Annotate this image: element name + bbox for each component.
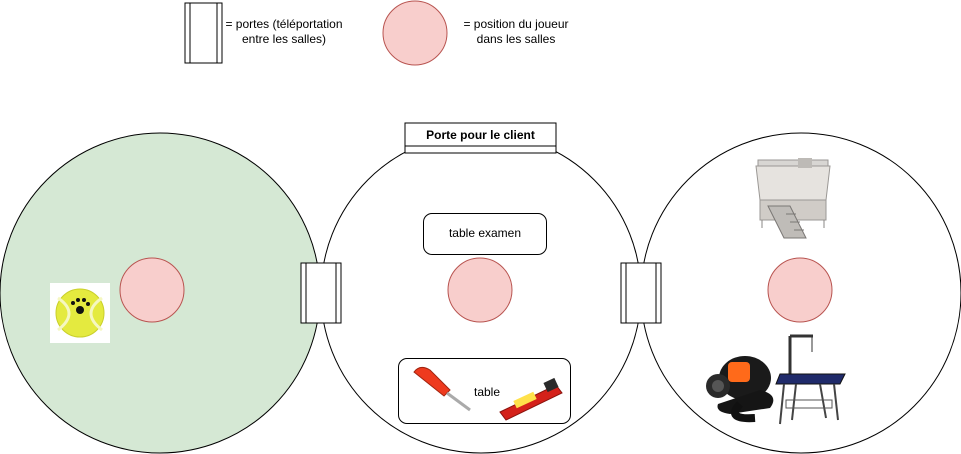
items-table-label: table (473, 385, 501, 399)
legend-player-label: = position du joueur dans les salles (463, 17, 569, 46)
exam-table-label: table examen (448, 226, 522, 240)
exam-table: table examen (423, 213, 547, 255)
player-position-left (119, 257, 185, 323)
client-door-label: Porte pour le client (426, 128, 535, 142)
tennis-ball-icon (50, 283, 110, 343)
player-position-center (447, 257, 513, 323)
legend-door-label: = portes (téléportation entre les salles… (225, 17, 343, 46)
client-door (404, 122, 557, 154)
player-position-right (767, 257, 833, 323)
door-left-center (300, 262, 342, 324)
grooming-table-icon (775, 334, 846, 425)
door-center-right (620, 262, 662, 324)
items-table: table (398, 358, 571, 424)
legend-player-marker (382, 0, 448, 66)
glue-tube-icon (499, 377, 563, 421)
legend-door-icon (184, 2, 223, 64)
grooming-bathtub-icon (755, 158, 831, 239)
screwdriver-icon (413, 366, 471, 412)
pet-dryer-icon (706, 356, 774, 423)
